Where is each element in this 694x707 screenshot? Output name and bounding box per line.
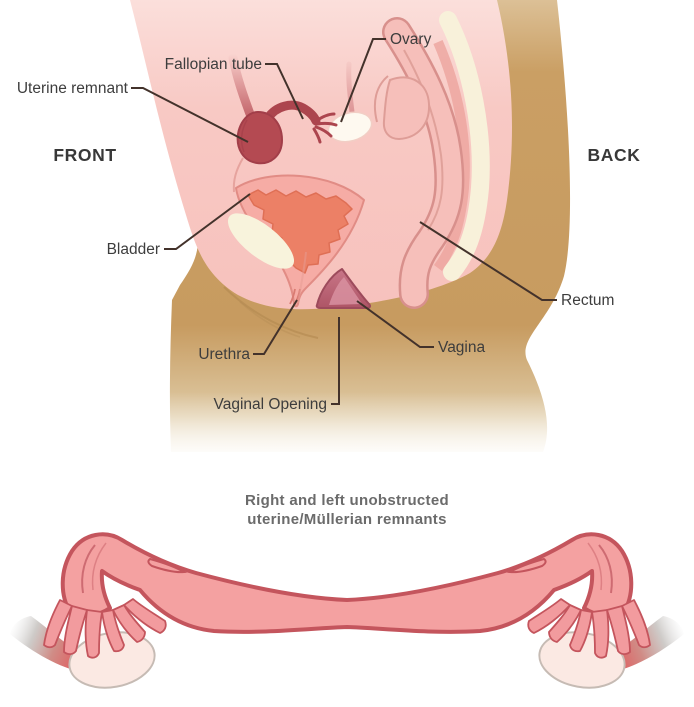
fallopian-tube-shape xyxy=(263,100,338,144)
pubic-bone xyxy=(227,213,295,269)
left-fimbriae xyxy=(43,598,167,659)
leader-bladder xyxy=(164,193,251,250)
leader-uterine-remnant xyxy=(131,87,249,143)
leader-urethra xyxy=(253,299,298,355)
ovarian-ligament-wisp xyxy=(346,61,355,115)
urethra-channel xyxy=(289,288,296,305)
label-ovary: Ovary xyxy=(390,31,432,48)
label-back: BACK xyxy=(588,145,641,165)
uterine-remnant-shape xyxy=(236,110,284,165)
leader-fallopian-tube xyxy=(265,63,304,120)
label-urethra: Urethra xyxy=(198,346,250,363)
uterine-remnant-crease xyxy=(240,119,248,153)
vagina-shape xyxy=(315,268,372,309)
label-rectum: Rectum xyxy=(561,292,614,309)
leader-ovary xyxy=(340,38,386,123)
label-bladder: Bladder xyxy=(107,241,160,258)
label-vagina: Vagina xyxy=(438,339,485,356)
perineum-crease-line xyxy=(223,286,319,339)
pelvis-sagittal-illustration: Uterine remnant Fallopian tube Ovary FRO… xyxy=(17,0,641,464)
label-front: FRONT xyxy=(53,145,116,165)
label-fallopian-tube: Fallopian tube xyxy=(165,56,262,73)
caption-line1: Right and left unobstructed xyxy=(245,492,449,509)
right-fimbriae xyxy=(527,598,651,659)
remnant-lower-wisp xyxy=(232,157,244,193)
perineum-crease-line-2 xyxy=(239,301,301,338)
uterine-remnants-illustration: Right and left unobstructed uterine/Müll… xyxy=(10,492,684,689)
label-vaginal-opening: Vaginal Opening xyxy=(214,396,327,413)
remnant-fold-details xyxy=(81,542,613,594)
round-ligament-wisp xyxy=(228,53,255,119)
leader-rectum xyxy=(419,221,557,301)
caption-line2: uterine/Müllerian remnants xyxy=(247,511,447,528)
label-uterine-remnant: Uterine remnant xyxy=(17,80,129,97)
skin-fade-overlay xyxy=(120,392,590,464)
leader-vaginal-opening xyxy=(331,317,340,405)
leader-vagina xyxy=(356,300,434,348)
rectum-shape xyxy=(373,17,465,309)
sigmoid-fold xyxy=(382,76,431,141)
